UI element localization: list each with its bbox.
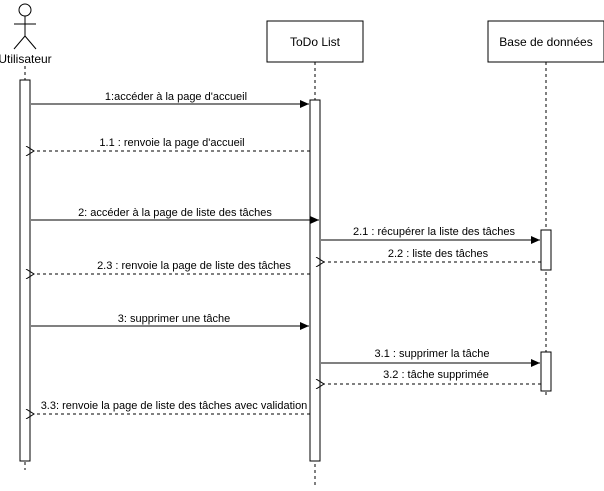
activation-todo-list — [309, 99, 321, 462]
activation-db-2 — [540, 351, 552, 392]
message-1-1-label: 1.1 : renvoie la page d'accueil — [99, 137, 244, 149]
message-2-label: 2: accéder à la page de liste des tâches — [78, 207, 272, 219]
participant-todo-label: ToDo List — [290, 35, 341, 49]
actor-utilisateur: Utilisateur — [0, 3, 52, 66]
message-1-1: 1.1 : renvoie la page d'accueil — [34, 137, 310, 151]
message-3-2: 3.2 : tâche supprimée — [324, 369, 541, 384]
activation-db-1 — [540, 229, 552, 271]
message-3-3: 3.3: renvoie la page de liste des tâches… — [34, 400, 310, 414]
message-3-label: 3: supprimer une tâche — [118, 313, 231, 325]
message-2-1: 2.1 : récupérer la liste des tâches — [321, 226, 540, 244]
message-3: 3: supprimer une tâche — [31, 313, 309, 330]
participant-todo-list: ToDo List — [266, 20, 364, 63]
stick-figure-icon — [13, 3, 37, 50]
participant-base-de-donnees: Base de données — [487, 20, 604, 63]
activation-utilisateur — [19, 79, 31, 462]
message-2-1-label: 2.1 : récupérer la liste des tâches — [353, 226, 516, 238]
message-3-1-label: 3.1 : supprimer la tâche — [375, 348, 490, 360]
actor-label: Utilisateur — [0, 52, 52, 66]
message-1-label: 1:accéder à la page d'accueil — [105, 91, 247, 103]
message-1: 1:accéder à la page d'accueil — [31, 91, 309, 108]
participant-db-label: Base de données — [499, 35, 592, 49]
message-2-2-label: 2.2 : liste des tâches — [388, 248, 489, 260]
message-2-3-label: 2.3 : renvoie la page de liste des tâche… — [97, 260, 291, 272]
message-2-3: 2.3 : renvoie la page de liste des tâche… — [34, 260, 310, 274]
message-2-2: 2.2 : liste des tâches — [324, 248, 541, 262]
message-3-3-label: 3.3: renvoie la page de liste des tâches… — [41, 400, 308, 412]
message-2: 2: accéder à la page de liste des tâches — [31, 207, 319, 224]
message-3-2-label: 3.2 : tâche supprimée — [383, 369, 489, 381]
message-3-1: 3.1 : supprimer la tâche — [321, 348, 540, 367]
